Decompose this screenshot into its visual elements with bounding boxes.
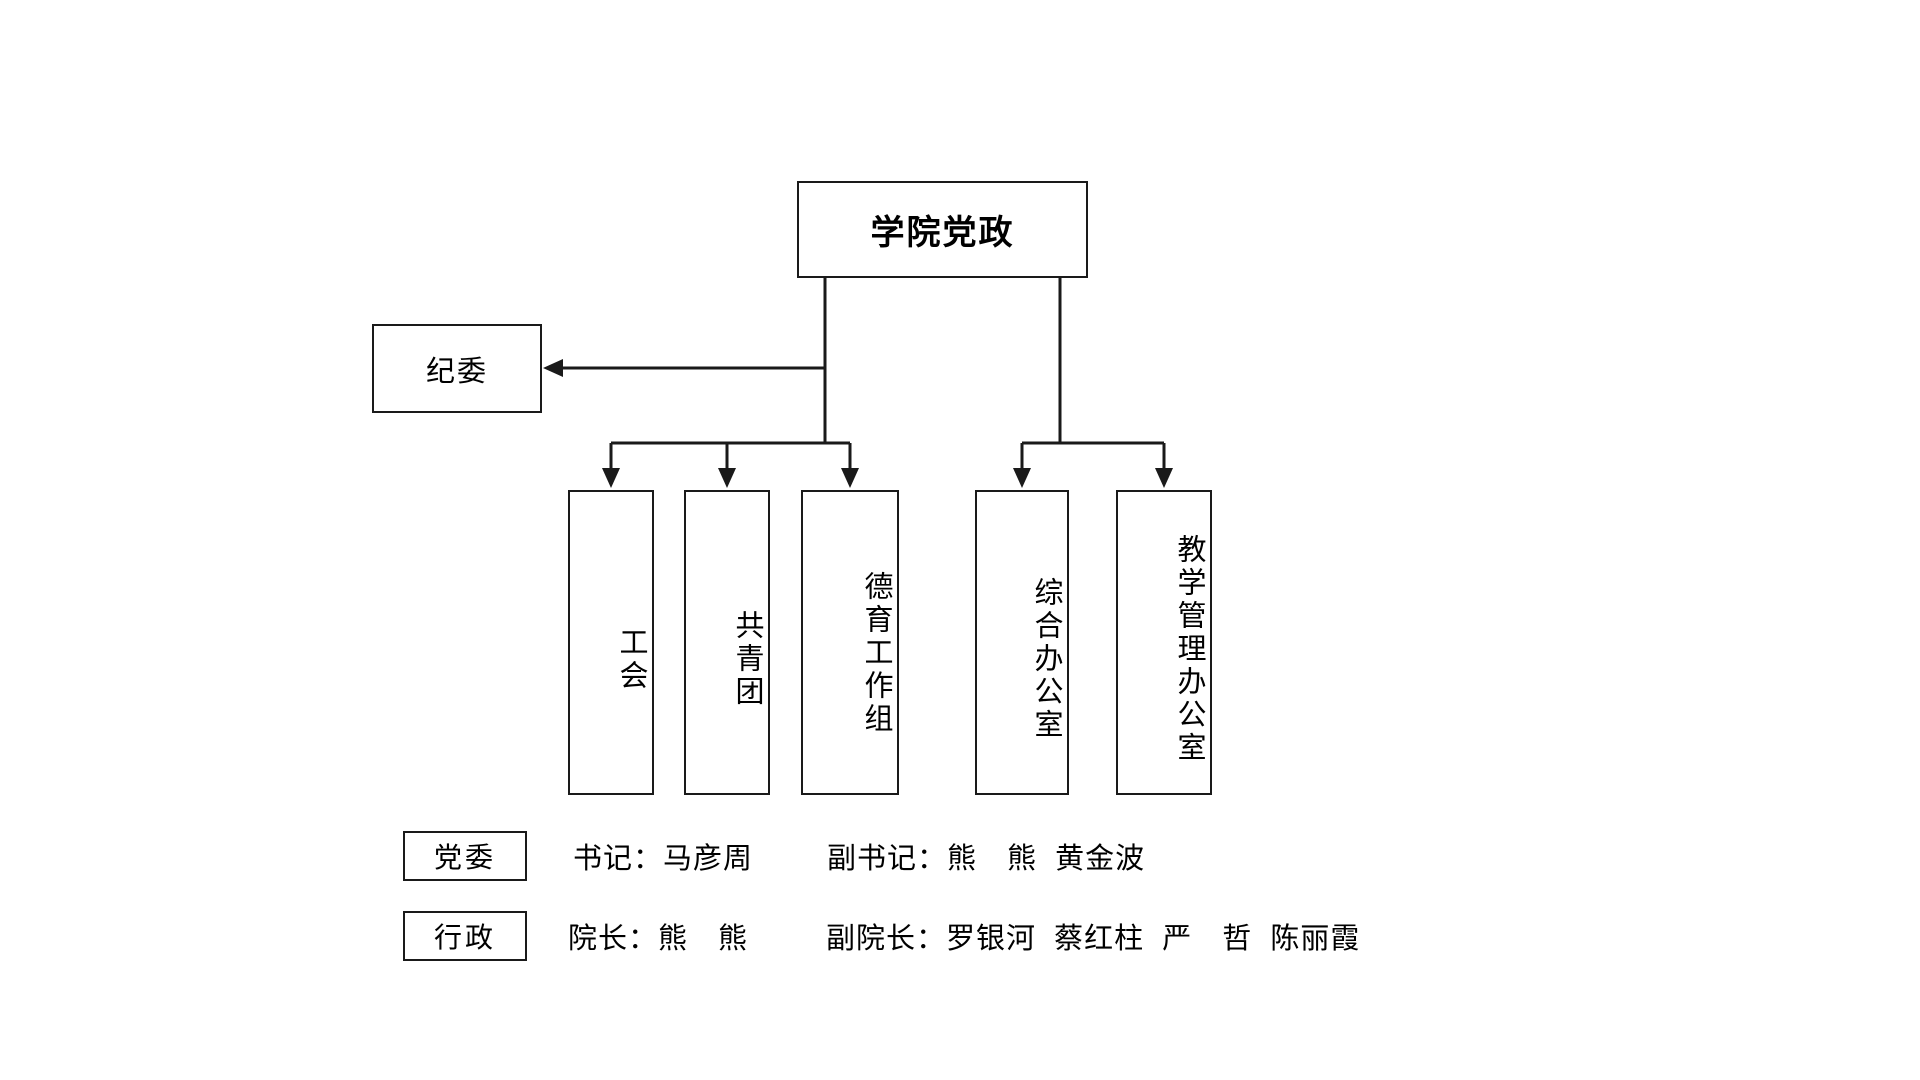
legend-deputy-secretary-names: 熊 熊 黄金波 bbox=[947, 843, 1146, 875]
node-moral-education-group-label: 德育工作组 bbox=[860, 571, 892, 736]
node-youth-league[interactable]: 共青团 bbox=[684, 490, 770, 795]
legend-vice-dean-names: 罗银河 蔡红柱 严 哲 陈丽霞 bbox=[946, 923, 1361, 955]
legend-tag-party-committee[interactable]: 党委 bbox=[403, 831, 527, 881]
node-discipline-commission[interactable]: 纪委 bbox=[372, 324, 542, 413]
legend-tag-administration[interactable]: 行政 bbox=[403, 911, 527, 961]
legend-deputy-secretary-label: 副书记： bbox=[827, 843, 948, 875]
node-general-office-label: 综合办公室 bbox=[1030, 577, 1062, 742]
arrowhead-discipline bbox=[543, 359, 563, 377]
node-teaching-management-office[interactable]: 教学管理办公室 bbox=[1116, 490, 1212, 795]
legend-tag-administration-label: 行政 bbox=[433, 922, 496, 953]
arrowhead-gonghui bbox=[602, 468, 620, 488]
legend-secretary-names: 马彦周 bbox=[663, 843, 754, 875]
arrowhead-zonghe bbox=[1013, 468, 1031, 488]
legend-row-party-committee: 书记： 马彦周 副书记： 熊 熊 黄金波 bbox=[573, 831, 1145, 881]
arrowhead-jiaoxue bbox=[1155, 468, 1173, 488]
node-teaching-management-office-label: 教学管理办公室 bbox=[1173, 534, 1205, 765]
node-labor-union-label: 工会 bbox=[615, 626, 647, 693]
node-discipline-label: 纪委 bbox=[425, 355, 488, 388]
legend-tag-party-committee-label: 党委 bbox=[433, 842, 496, 873]
node-root-label: 学院党政 bbox=[870, 214, 1015, 252]
legend-vice-dean-label: 副院长： bbox=[826, 923, 947, 955]
legend-row-administration: 院长： 熊 熊 副院长： 罗银河 蔡红柱 严 哲 陈丽霞 bbox=[568, 911, 1360, 961]
legend-dean-names: 熊 熊 bbox=[658, 923, 749, 955]
node-root-college-party-government[interactable]: 学院党政 bbox=[797, 181, 1088, 278]
node-general-office[interactable]: 综合办公室 bbox=[975, 490, 1069, 795]
arrowhead-deyu bbox=[841, 468, 859, 488]
node-labor-union[interactable]: 工会 bbox=[568, 490, 654, 795]
node-youth-league-label: 共青团 bbox=[731, 610, 763, 709]
legend-dean-label: 院长： bbox=[568, 923, 659, 955]
arrowhead-gongqingtuan bbox=[718, 468, 736, 488]
node-moral-education-group[interactable]: 德育工作组 bbox=[801, 490, 899, 795]
legend-secretary-label: 书记： bbox=[573, 843, 664, 875]
